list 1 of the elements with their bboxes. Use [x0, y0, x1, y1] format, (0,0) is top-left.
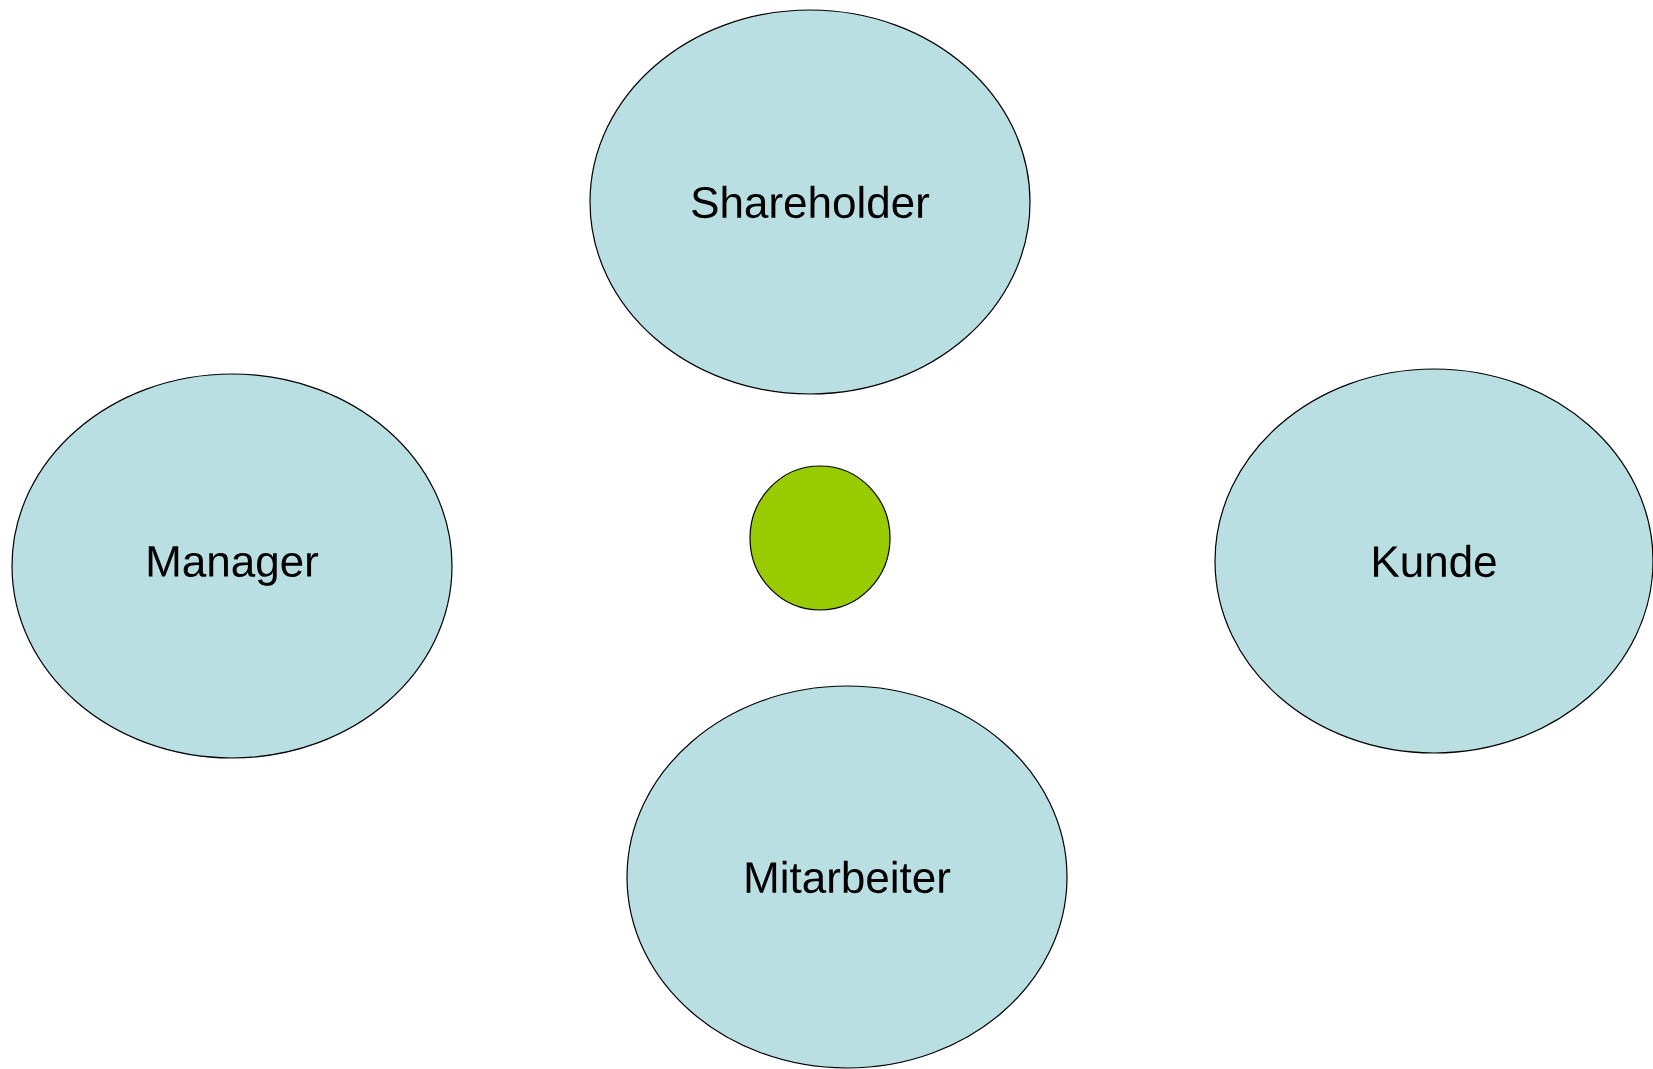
- circle: [749, 465, 891, 611]
